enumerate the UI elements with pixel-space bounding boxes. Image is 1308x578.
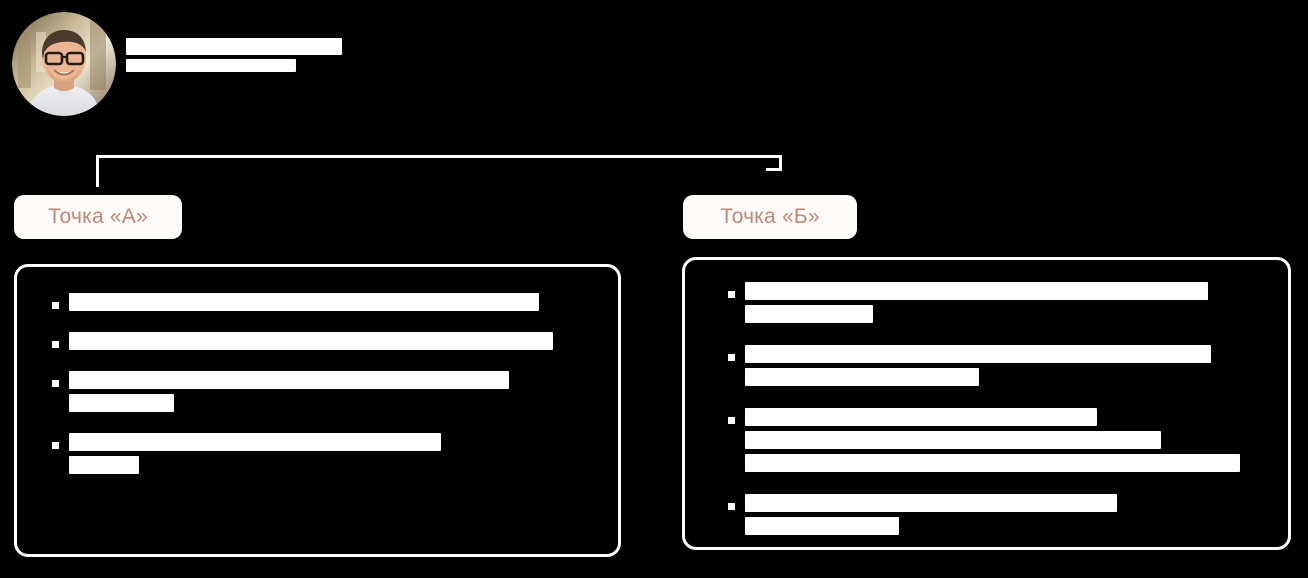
bullet-text-redacted-line	[745, 517, 899, 535]
connector-right-stub	[766, 168, 782, 171]
speaker-name	[126, 38, 356, 76]
point-b-bullet-list	[728, 282, 1270, 557]
bullet-text-redacted-line	[745, 494, 1117, 512]
bullet-text-redacted-line	[69, 293, 539, 311]
avatar	[12, 12, 116, 116]
point-a-content-box	[14, 264, 621, 557]
bullet-item	[52, 293, 600, 311]
speaker-title-redacted-line	[126, 59, 296, 72]
connector-right-branch	[779, 155, 782, 170]
bullet-text-redacted-line	[69, 371, 509, 389]
bullet-text-redacted-line	[745, 431, 1161, 449]
bullet-marker-icon	[728, 291, 735, 298]
bullet-item	[728, 345, 1270, 386]
bullet-marker-icon	[728, 354, 735, 361]
bullet-text-redacted-line	[745, 408, 1097, 426]
bullet-text-redacted-line	[745, 282, 1208, 300]
point-a-bullet-list	[52, 293, 600, 495]
bullet-marker-icon	[728, 417, 735, 424]
speaker-name-redacted-line	[126, 38, 342, 55]
bullet-item	[728, 494, 1270, 535]
bullet-item	[728, 282, 1270, 323]
bullet-marker-icon	[52, 341, 59, 348]
bullet-text-redacted-line	[745, 368, 979, 386]
point-a-label-text: Точка «А»	[48, 205, 148, 228]
point-b-content-box	[682, 257, 1291, 550]
bullet-marker-icon	[728, 503, 735, 510]
bullet-text-redacted-line	[69, 332, 553, 350]
bullet-marker-icon	[52, 442, 59, 449]
bullet-text-redacted-line	[745, 454, 1240, 472]
bullet-text-redacted-line	[69, 456, 139, 474]
point-b-label: Точка «Б»	[683, 195, 857, 239]
point-a-label: Точка «А»	[14, 195, 182, 239]
bullet-item	[52, 332, 600, 350]
bullet-text-redacted-line	[69, 394, 174, 412]
bullet-item	[52, 433, 600, 474]
bullet-marker-icon	[52, 380, 59, 387]
bullet-marker-icon	[52, 302, 59, 309]
avatar-photo	[12, 12, 116, 116]
bullet-item	[52, 371, 600, 412]
connector-horizontal-line	[96, 155, 782, 158]
bullet-text-redacted-line	[69, 433, 441, 451]
point-b-label-text: Точка «Б»	[720, 205, 820, 228]
bullet-text-redacted-line	[745, 345, 1211, 363]
connector-left-branch	[96, 155, 99, 187]
bullet-item	[728, 408, 1270, 472]
bullet-text-redacted-line	[745, 305, 873, 323]
